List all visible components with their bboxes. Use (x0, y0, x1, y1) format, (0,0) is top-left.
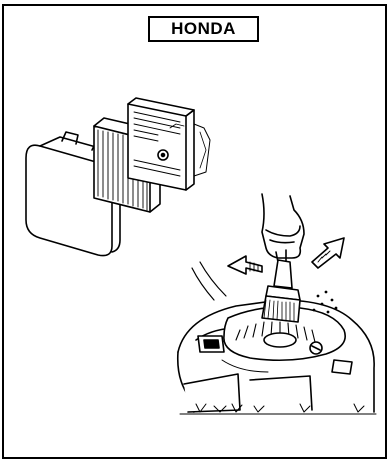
left-arrow-icon (228, 256, 262, 274)
right-arrow-icon (312, 238, 344, 268)
air-cleaner-case (128, 98, 210, 190)
